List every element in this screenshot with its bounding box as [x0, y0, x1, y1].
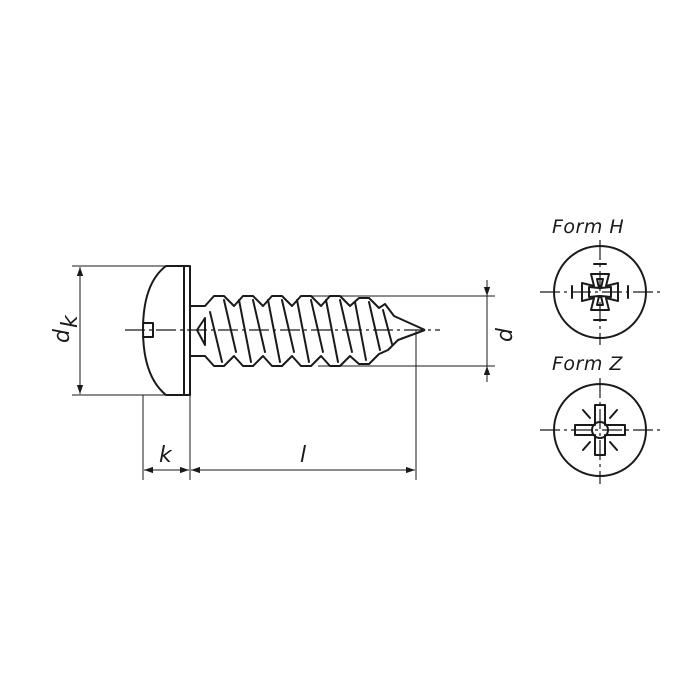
cross-recess-pozidriv-icon: [540, 378, 660, 484]
label-head-height: k: [159, 443, 173, 468]
label-shank-diameter: d: [493, 327, 518, 342]
form-z-label: Form Z: [552, 353, 623, 375]
drive-form-h: Form H: [540, 216, 660, 345]
screw-shank: [189, 295, 426, 367]
svg-text:k: k: [58, 314, 83, 328]
extension-lines: [72, 265, 495, 480]
form-h-label: Form H: [552, 216, 624, 238]
cross-recess-phillips-icon: [540, 240, 660, 345]
svg-text:d: d: [493, 327, 518, 342]
svg-text:d: d: [50, 328, 75, 343]
label-head-diameter: d k: [50, 314, 83, 343]
label-length: l: [300, 443, 306, 468]
drive-form-z: Form Z: [540, 353, 660, 484]
dimension-lines: [76, 267, 491, 474]
